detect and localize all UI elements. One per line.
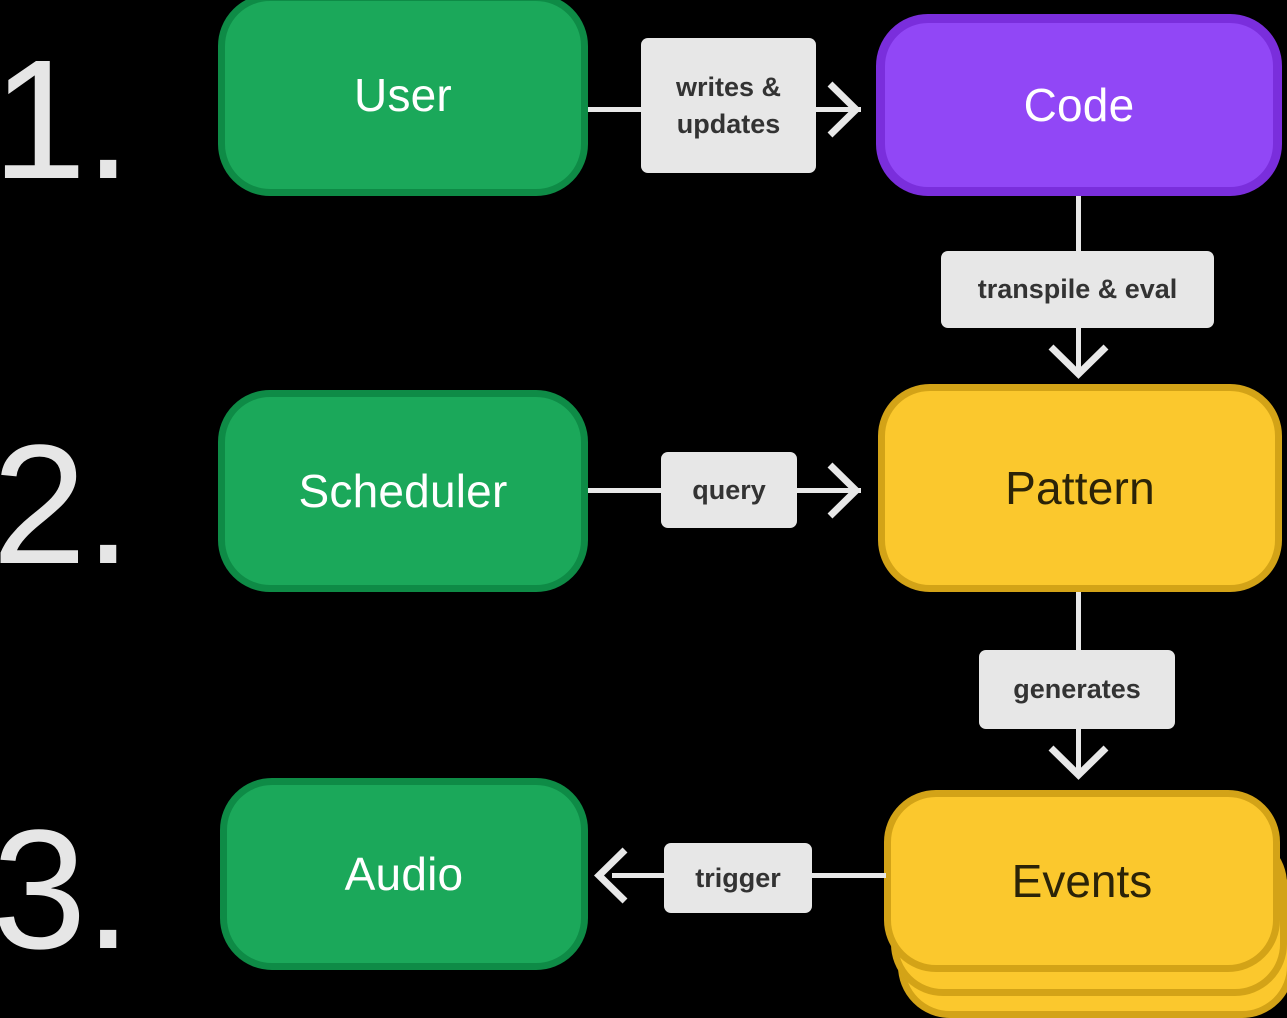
step-number-3: 3. [0,795,132,985]
edge-label-transpile-eval: transpile & eval [941,251,1214,328]
edge-line-pattern-events-top [1076,592,1081,652]
edge-line-scheduler-pattern-left [588,488,663,493]
events-stack-layer-1: Events [884,790,1280,972]
edge-label-query: query [661,452,797,528]
edge-line-code-pattern-bottom [1076,328,1081,373]
edge-line-user-code-left [588,107,643,112]
arrowhead-scheduler-pattern [827,462,861,519]
edge-label-trigger: trigger [664,843,812,913]
edge-line-pattern-events-bottom [1076,729,1081,775]
edge-line-code-pattern-top [1076,196,1081,256]
node-scheduler[interactable]: Scheduler [218,390,588,592]
node-code[interactable]: Code [876,14,1282,196]
node-events[interactable]: Events [884,790,1287,1018]
node-pattern[interactable]: Pattern [878,384,1282,592]
edge-line-scheduler-pattern-right [797,488,861,493]
step-number-2: 2. [0,410,132,600]
node-audio[interactable]: Audio [220,778,588,970]
step-number-1: 1. [0,25,132,215]
arrowhead-events-audio [594,847,628,904]
arrowhead-user-code [827,81,861,138]
edge-label-generates: generates [979,650,1175,729]
node-user[interactable]: User [218,0,588,196]
arrowhead-code-pattern [1048,344,1109,379]
arrowhead-pattern-events [1048,745,1109,780]
edge-label-writes-updates: writes & updates [641,38,816,173]
edge-line-user-code-right [816,107,861,112]
edge-line-events-audio-right [808,873,886,878]
edge-line-events-audio-left [612,873,668,878]
